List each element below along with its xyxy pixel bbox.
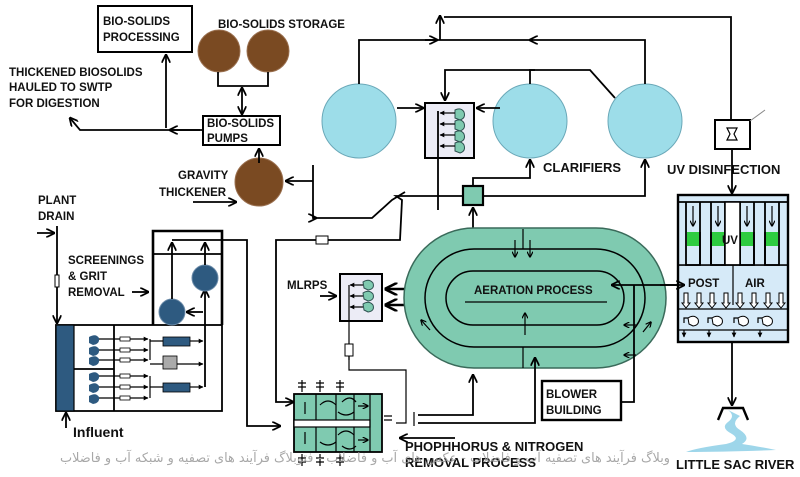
biosolids-storage-label: BIO-SOLIDS STORAGE — [218, 19, 345, 31]
blower-building-box: BLOWER BUILDING — [540, 379, 623, 422]
biosolids-processing-box: BIO-SOLIDS PROCESSING — [97, 5, 193, 53]
screenings-label-1: SCREENINGS — [68, 255, 144, 267]
clarifiers-label: CLARIFIERS — [543, 160, 621, 175]
thickened-label-1: THICKENED BIOSOLIDS — [9, 67, 143, 79]
ras-collector-line — [529, 69, 616, 99]
ras-header-line — [445, 69, 535, 100]
clarifier-effluent-header — [358, 39, 646, 84]
gravity-thickener-label-1: GRAVITY — [178, 170, 229, 182]
screenings-label-2: & GRIT — [68, 271, 107, 283]
post-air-blowers — [683, 315, 773, 327]
biosolids-processing-label-1: BIO-SOLIDS — [103, 16, 170, 28]
uv-lamp-4 — [766, 232, 778, 246]
uv-lamp-1 — [687, 232, 699, 246]
mlrps-valve — [344, 343, 354, 357]
splitter-to-clar1 — [472, 160, 530, 186]
uv-label: UV — [722, 235, 738, 247]
aeration-basin: AERATION PROCESS — [403, 227, 667, 369]
headworks-effluent-line — [172, 239, 280, 426]
was-line — [312, 165, 406, 219]
post-air-diffuser-arrows — [680, 292, 787, 309]
influent-channel — [55, 324, 75, 412]
storage-manifold — [217, 72, 269, 87]
clarifier-3 — [607, 83, 683, 159]
pn-outlet-stubs — [384, 412, 415, 426]
splitter-to-clar3 — [483, 160, 645, 197]
grit-tank-1 — [158, 298, 186, 326]
gravity-thickener-tank — [234, 157, 284, 207]
grit-unit-2 — [162, 382, 191, 393]
thickened-label-3: FOR DIGESTION — [9, 98, 100, 110]
clarifier-1 — [321, 83, 397, 159]
uv-meter-lead — [749, 109, 766, 122]
pn-removal-basin — [293, 380, 383, 466]
post-label: POST — [688, 278, 719, 290]
grit-unit-1 — [162, 336, 191, 347]
uv-lamp-2 — [712, 232, 724, 246]
mlrps-label: MLRPS — [287, 280, 328, 292]
uv-disinfection-unit: UV POST AIR — [676, 193, 790, 344]
watermark-text: وبلاگ فرآیند های تصفیه آب و فاضلاب - عکس… — [60, 449, 670, 466]
grit-tank-2 — [191, 264, 219, 292]
return-valve — [315, 235, 329, 245]
uv-lamp-3 — [741, 232, 753, 246]
biosolids-storage-tank-2 — [246, 29, 290, 73]
blower-label-1: BLOWER — [546, 389, 598, 401]
phosphorus-label-2: REMOVAL PROCESS — [405, 455, 536, 470]
ras-pump-icons — [439, 108, 465, 154]
aeration-process-label: AERATION PROCESS — [474, 285, 593, 297]
influent-label: Influent — [73, 424, 124, 440]
blower-air-line — [622, 285, 635, 403]
river-label: LITTLE SAC RIVER — [676, 457, 795, 472]
river-water — [686, 410, 776, 452]
headworks-building — [55, 229, 224, 412]
biosolids-storage-tank-1 — [197, 29, 241, 73]
influent-valves — [119, 336, 131, 401]
plant-drain-valve — [54, 274, 60, 288]
phosphorus-label-1: PHOPHHORUS & NITROGEN — [405, 439, 583, 454]
uv-disinfection-label: UV DISINFECTION — [667, 162, 780, 177]
outfall-structure — [716, 406, 750, 421]
pn-to-aeration-line-2 — [418, 358, 535, 424]
clarifier-2 — [492, 83, 568, 159]
mlrps-return-line — [348, 356, 407, 424]
ras-pump-box — [424, 102, 475, 210]
air-label: AIR — [745, 278, 766, 290]
screen-unit — [162, 355, 178, 370]
uv-meter-icon — [726, 127, 738, 141]
flow-splitter-box — [461, 184, 485, 207]
outlet-arrows — [681, 330, 763, 338]
screenings-label-3: REMOVAL — [68, 287, 125, 299]
biosolids-pumps-label-1: BIO-SOLIDS — [207, 118, 274, 130]
return-to-headworks-line — [275, 195, 420, 402]
final-effluent-line — [444, 16, 732, 120]
biosolids-pumps-box: BIO-SOLIDS PUMPS — [202, 115, 281, 146]
pumps-outflow-line — [70, 118, 202, 131]
biosolids-pumps-label-2: PUMPS — [207, 133, 248, 145]
gravity-thickener-label-2: THICKENER — [159, 187, 227, 199]
blower-label-2: BUILDING — [546, 405, 602, 417]
pn-mixers — [298, 380, 344, 466]
pn-to-aeration-line-1 — [418, 375, 473, 416]
influent-pumps — [89, 335, 100, 404]
plant-drain-label-2: DRAIN — [38, 211, 74, 223]
thickened-label-2: HAULED TO SWTP — [9, 82, 113, 94]
biosolids-processing-label-2: PROCESSING — [103, 32, 180, 44]
plant-drain-label-1: PLANT — [38, 195, 76, 207]
